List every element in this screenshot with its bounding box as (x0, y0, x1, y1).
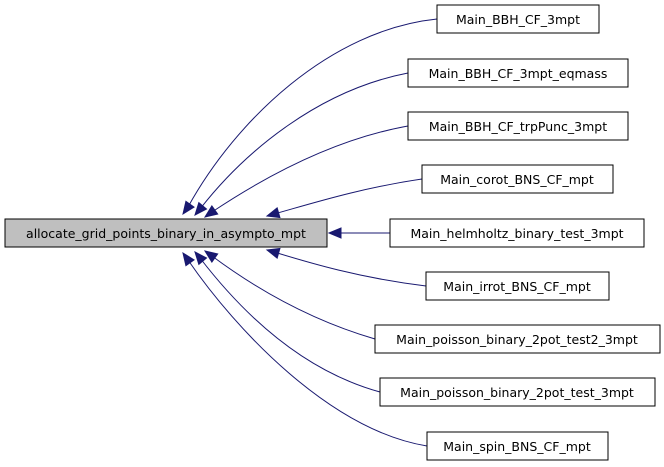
node-caller-label: Main_BBH_CF_trpPunc_3mpt (429, 119, 607, 134)
edges (182, 18, 438, 447)
arrowhead-icon (203, 250, 219, 263)
node-caller-poisson-binary-2pot-test-3mpt[interactable]: Main_poisson_binary_2pot_test_3mpt (379, 377, 656, 407)
node-caller-label: Main_poisson_binary_2pot_test_3mpt (400, 385, 634, 400)
node-caller-label: Main_BBH_CF_3mpt_eqmass (429, 66, 608, 81)
node-caller-bbh-cf-3mpt[interactable]: Main_BBH_CF_3mpt (436, 4, 600, 34)
node-root[interactable]: allocate_grid_points_binary_in_asympto_m… (4, 218, 328, 248)
edge-line (273, 251, 427, 287)
edge-line (199, 257, 381, 393)
node-caller-corot-bns-cf-mpt[interactable]: Main_corot_BNS_CF_mpt (421, 164, 614, 194)
node-caller-spin-bns-cf-mpt[interactable]: Main_spin_BNS_CF_mpt (426, 431, 609, 461)
node-caller-label: Main_irrot_BNS_CF_mpt (443, 279, 591, 294)
arrowhead-icon (327, 227, 342, 239)
node-root-label: allocate_grid_points_binary_in_asympto_m… (26, 226, 306, 241)
node-caller-label: Main_helmholtz_binary_test_3mpt (410, 226, 623, 241)
edge-line (187, 259, 428, 447)
node-caller-label: Main_spin_BNS_CF_mpt (443, 439, 591, 454)
node-caller-label: Main_corot_BNS_CF_mpt (440, 172, 594, 187)
arrowhead-icon (194, 251, 208, 266)
arrowhead-icon (182, 200, 195, 216)
edge-line (199, 72, 409, 210)
node-caller-poisson-binary-2pot-test2-3mpt[interactable]: Main_poisson_binary_2pot_test2_3mpt (374, 324, 661, 354)
node-caller-label: Main_BBH_CF_3mpt (456, 12, 580, 27)
arrowhead-icon (203, 205, 219, 218)
edge-line (211, 255, 376, 340)
node-caller-bbh-cf-trppunc-3mpt[interactable]: Main_BBH_CF_trpPunc_3mpt (407, 111, 629, 141)
arrowhead-icon (182, 251, 195, 267)
edge-line (187, 18, 438, 208)
edge-line (273, 178, 423, 215)
node-caller-irrot-bns-cf-mpt[interactable]: Main_irrot_BNS_CF_mpt (425, 271, 610, 301)
arrowhead-icon (265, 247, 281, 259)
arrowhead-icon (194, 201, 208, 216)
node-caller-helmholtz-binary-test-3mpt[interactable]: Main_helmholtz_binary_test_3mpt (389, 218, 645, 248)
arrowhead-icon (265, 207, 281, 219)
edge-line (211, 125, 409, 213)
node-caller-label: Main_poisson_binary_2pot_test2_3mpt (396, 332, 638, 347)
node-caller-bbh-cf-3mpt-eqmass[interactable]: Main_BBH_CF_3mpt_eqmass (407, 58, 629, 88)
